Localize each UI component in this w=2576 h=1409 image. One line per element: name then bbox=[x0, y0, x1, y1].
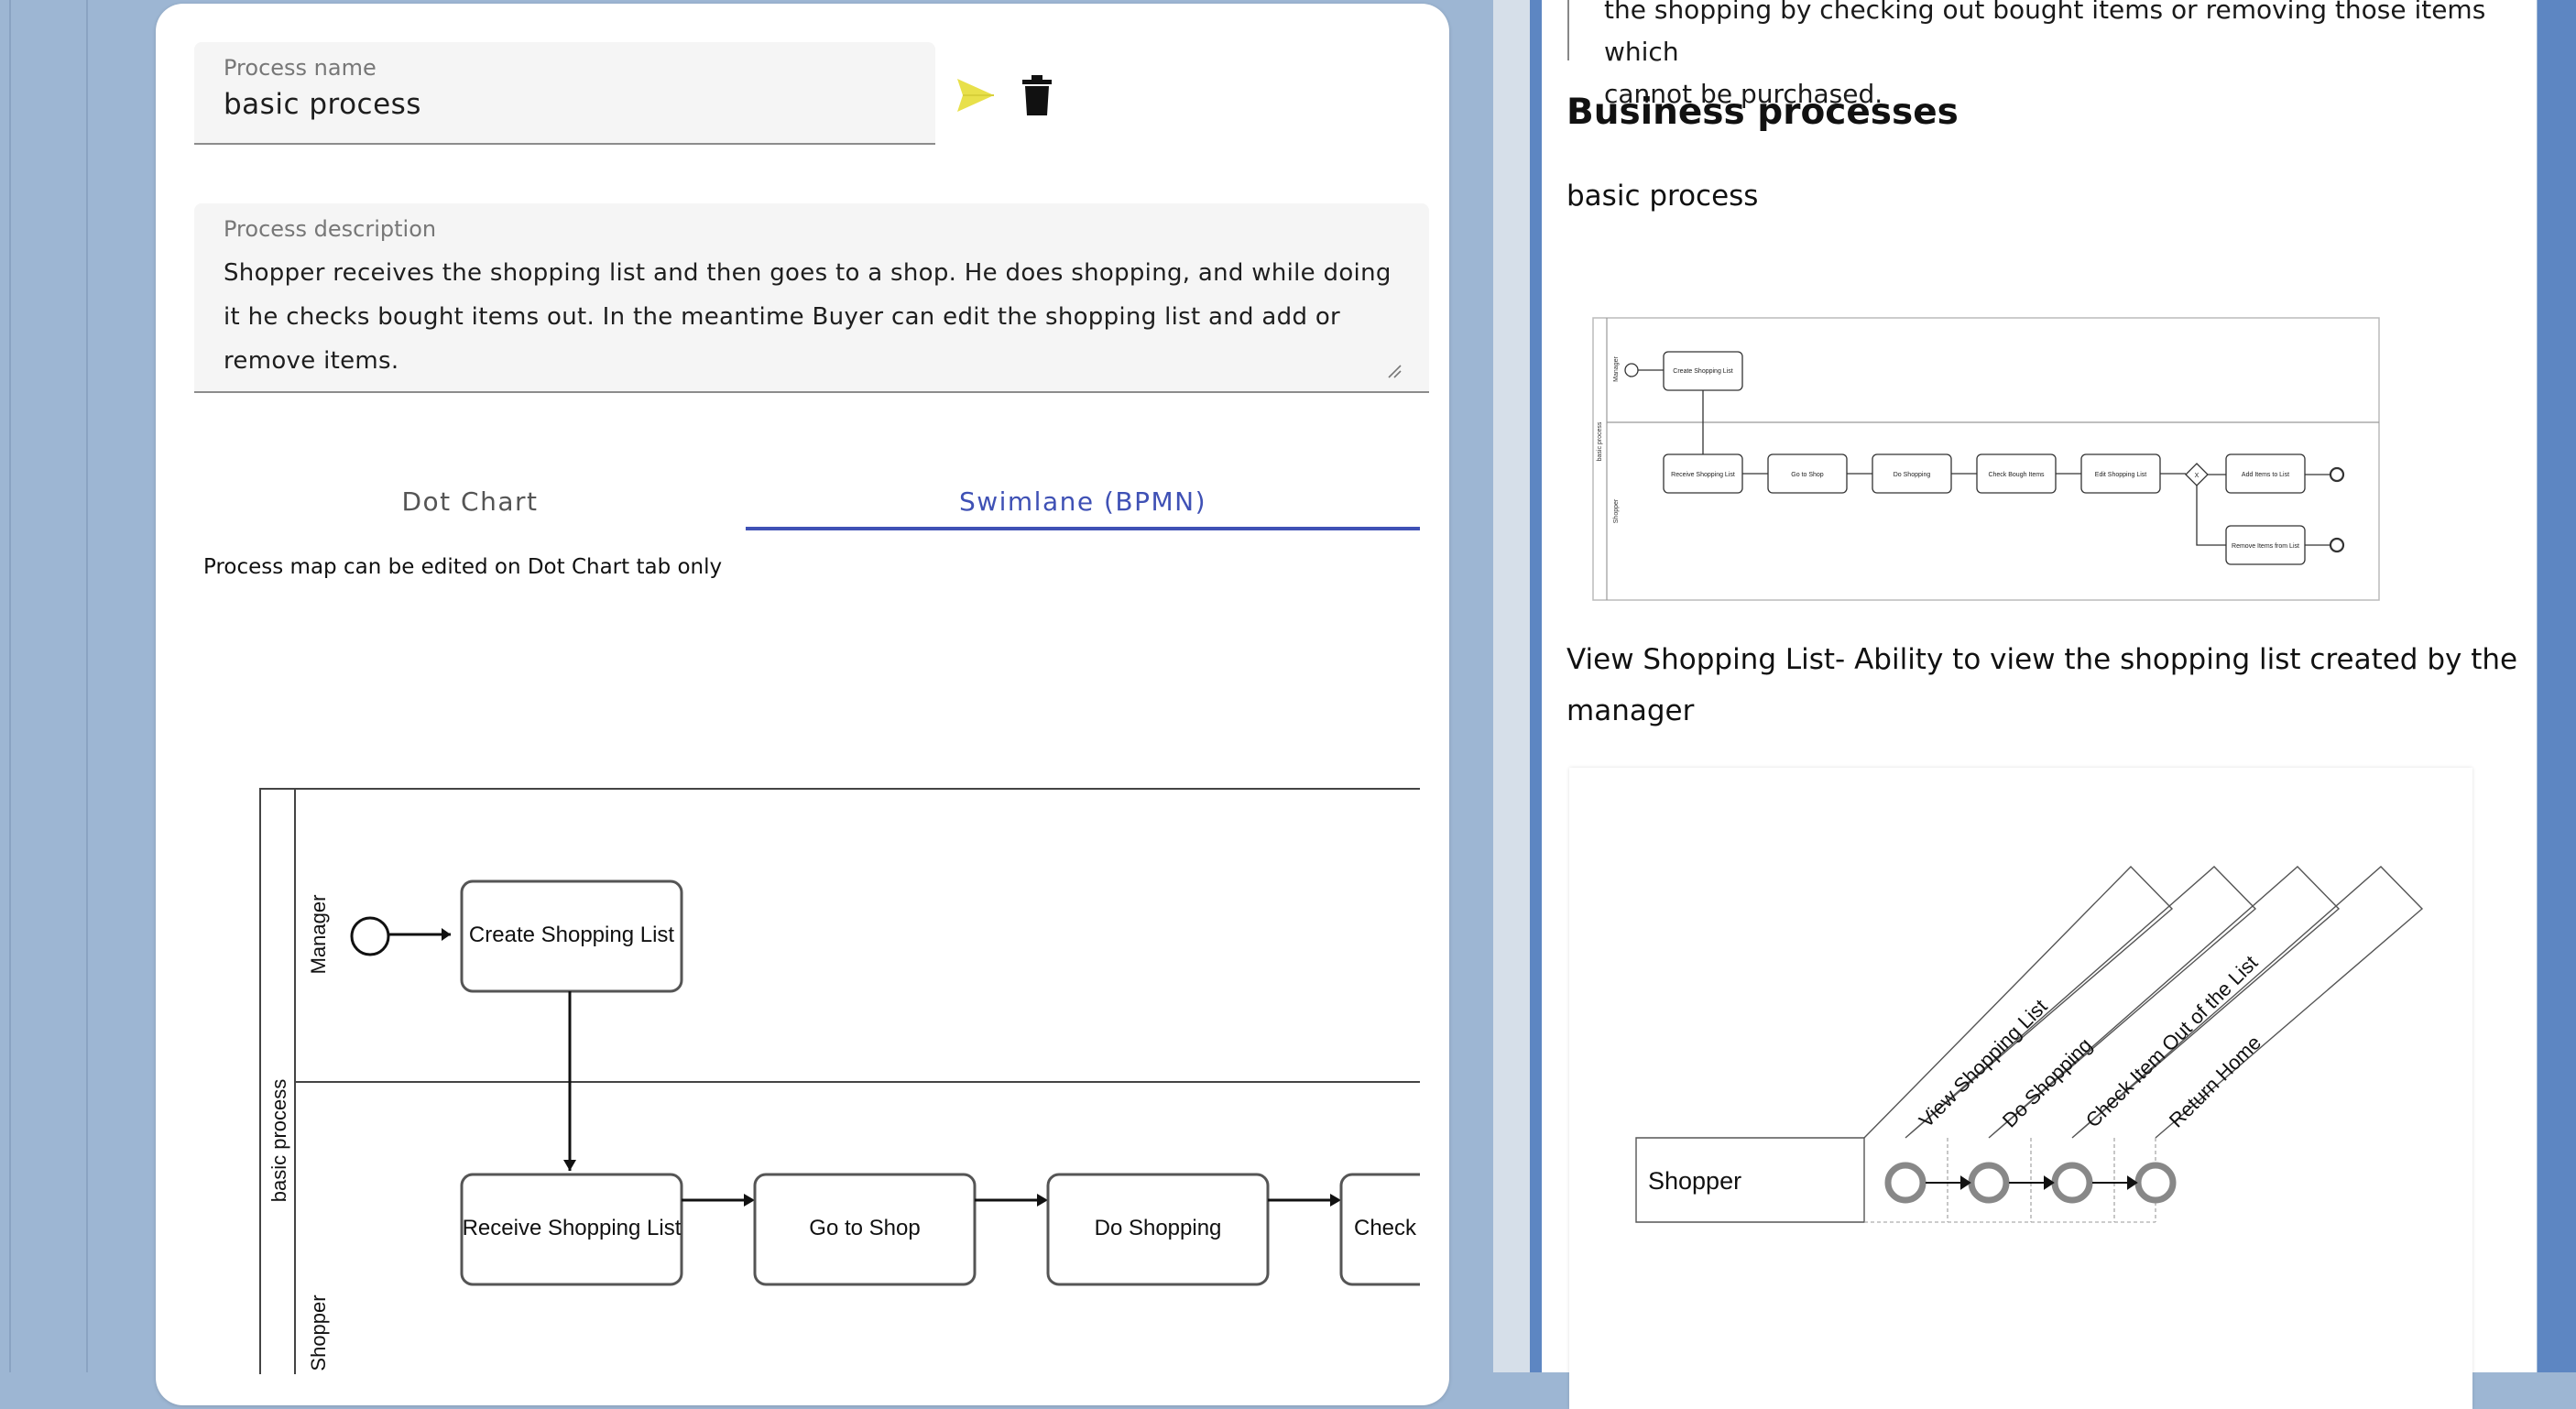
task-receive-shopping-list[interactable] bbox=[460, 1173, 683, 1286]
dot-chart-panel: Shopper View Shopping List Do Shopping C… bbox=[1569, 768, 2472, 1409]
task-check[interactable] bbox=[1339, 1173, 1420, 1286]
lane-label: Manager bbox=[1613, 356, 1620, 382]
task-label: Create Shopping List bbox=[1673, 368, 1732, 375]
task-label: Create Shopping List bbox=[469, 923, 674, 947]
gateway-label: X bbox=[2195, 473, 2199, 479]
task-do-shopping[interactable] bbox=[1046, 1173, 1270, 1286]
process-description-value[interactable]: Shopper receives the shopping list and t… bbox=[224, 259, 1392, 375]
process-name-label: Process name bbox=[224, 55, 377, 81]
task-go-to-shop[interactable] bbox=[753, 1173, 977, 1286]
process-description-field[interactable]: Process description Shopper receives the… bbox=[194, 203, 1429, 393]
process-description-label: Process description bbox=[224, 216, 437, 242]
task-label: Go to Shop bbox=[809, 1216, 920, 1240]
dot-chart: Shopper View Shopping List Do Shopping C… bbox=[1635, 866, 2424, 1223]
pool-label: basic process bbox=[267, 1079, 290, 1203]
step-dot[interactable] bbox=[1884, 1162, 1927, 1204]
task-label: Do Shopping bbox=[1894, 472, 1931, 478]
task-label: Check Bough Items bbox=[1988, 472, 2045, 478]
task-label: Edit Shopping List bbox=[2095, 472, 2146, 478]
trash-icon[interactable] bbox=[1022, 75, 1052, 115]
step-dot[interactable] bbox=[2051, 1162, 2093, 1204]
step-dot[interactable] bbox=[1968, 1162, 2010, 1204]
layout-guide bbox=[9, 0, 11, 1372]
pool-label: basic process bbox=[1597, 421, 1603, 461]
lane-label-shopper: Shopper bbox=[307, 1294, 330, 1371]
pool-border bbox=[259, 788, 1420, 1374]
quote-line: the shopping by checking out bought item… bbox=[1604, 0, 2486, 67]
task-label: Do Shopping bbox=[1095, 1216, 1222, 1240]
active-tab-indicator bbox=[746, 527, 1420, 530]
tab-swimlane[interactable]: Swimlane (BPMN) bbox=[958, 486, 1207, 517]
task-label: Receive Shopping List bbox=[463, 1216, 682, 1240]
step-label: Check Item Out of the List bbox=[2081, 951, 2263, 1132]
panel-edge bbox=[1530, 0, 1543, 1372]
resize-handle-icon[interactable] bbox=[1387, 364, 1402, 378]
quote-text: the shopping by checking out bought item… bbox=[1604, 0, 2520, 115]
layout-guide bbox=[86, 0, 88, 1372]
task-label: Check bbox=[1354, 1216, 1417, 1240]
task-label: Receive Shopping List bbox=[1671, 472, 1735, 478]
send-icon[interactable] bbox=[955, 77, 996, 114]
task-label: Go to Shop bbox=[1791, 472, 1824, 478]
swimlane-diagram: basic process Manager Shopper Create Sho… bbox=[259, 788, 1420, 1374]
panel-edge-right bbox=[2538, 0, 2576, 1372]
task-label: Add Items to List bbox=[2242, 472, 2289, 478]
lane-label: Shopper bbox=[1613, 498, 1620, 523]
actor-label: Shopper bbox=[1648, 1167, 1741, 1195]
section-title: Business processes bbox=[1566, 92, 1959, 133]
start-event bbox=[350, 916, 390, 956]
gutter bbox=[1493, 0, 1530, 1372]
tab-dot-chart[interactable]: Dot Chart bbox=[401, 486, 539, 517]
quote-line: cannot be purchased. bbox=[1604, 79, 1883, 109]
process-title: basic process bbox=[1566, 180, 1759, 213]
task-label: Remove Items from List bbox=[2232, 543, 2299, 550]
step-dot[interactable] bbox=[2134, 1162, 2177, 1204]
process-name-field[interactable]: Process name basic process bbox=[194, 42, 935, 145]
edit-note: Process map can be edited on Dot Chart t… bbox=[203, 555, 723, 579]
process-thumbnail: basic process Manager Shopper Create Sho… bbox=[1592, 317, 2380, 601]
feature-description: View Shopping List- Ability to view the … bbox=[1566, 643, 2518, 727]
process-name-value[interactable]: basic process bbox=[224, 88, 421, 121]
blockquote-bar bbox=[1567, 0, 1569, 60]
task-create-shopping-list[interactable] bbox=[460, 879, 683, 993]
lane-label-manager: Manager bbox=[307, 895, 330, 975]
